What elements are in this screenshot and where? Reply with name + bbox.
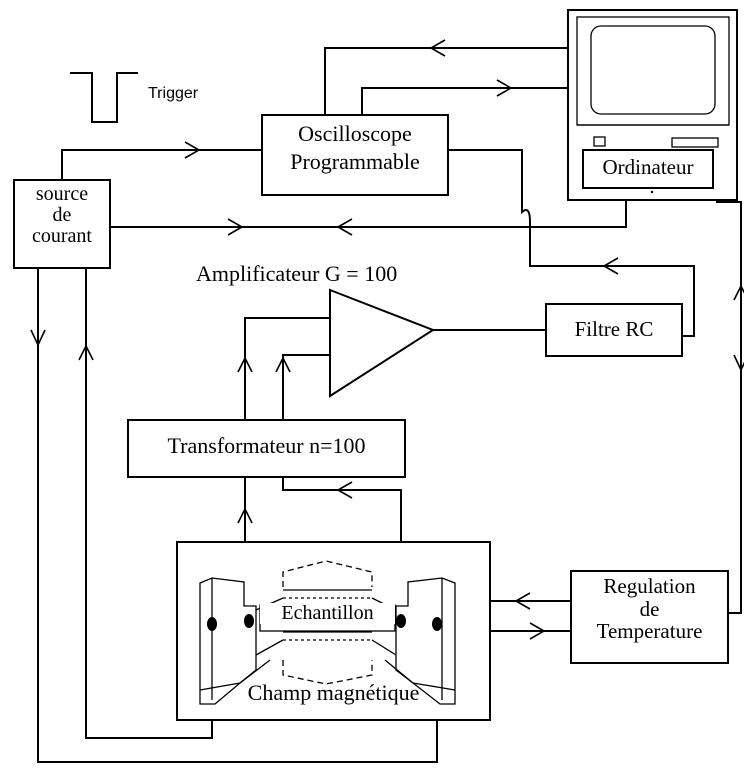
source-label-line3: courant xyxy=(32,225,92,247)
wire-oscilloscope-filter xyxy=(448,149,695,337)
wire-regulation-computer xyxy=(716,201,742,614)
boxes xyxy=(13,114,729,721)
flow-arrow-icon xyxy=(514,592,531,610)
magnet-left-pole xyxy=(199,577,257,705)
computer-screen xyxy=(590,25,716,115)
regulation-label-line3: Temperature xyxy=(596,619,703,643)
flow-arrow-icon xyxy=(429,39,446,57)
sample-contacts xyxy=(207,614,442,631)
flow-arrow-icon xyxy=(336,481,353,499)
wire-oscilloscope-computer-2 xyxy=(361,87,568,115)
flow-arrow-icon xyxy=(227,218,244,236)
flow-arrow-icon xyxy=(237,507,253,524)
flow-arrow-icon xyxy=(496,79,513,97)
transformer-box xyxy=(127,419,406,478)
wire-amplifier-input-1 xyxy=(244,317,330,420)
regulation-box xyxy=(570,570,729,664)
flow-arrow-icon xyxy=(237,356,253,373)
computer-power-button xyxy=(593,136,606,147)
source-label-line1: source xyxy=(35,183,89,205)
sample-label: Echantillon xyxy=(260,603,395,624)
source-label-line2: de xyxy=(52,204,72,226)
amplifier-triangle-icon xyxy=(329,288,436,398)
regulation-label-line2: de xyxy=(639,597,660,621)
filter-label: Filtre RC xyxy=(574,317,654,341)
flow-arrow-icon xyxy=(336,218,353,236)
computer-drive-slot xyxy=(671,137,719,148)
flow-arrow-icon xyxy=(30,329,46,347)
transformer-label: Transformateur n=100 xyxy=(167,433,366,458)
oscilloscope-box xyxy=(261,114,449,196)
magnetic-field-label: Champ magnétique xyxy=(247,680,420,705)
magnet-yoke-top xyxy=(282,560,373,587)
sample-contact-dot-icon xyxy=(207,617,217,631)
computer-icon xyxy=(567,9,738,201)
regulation-label-line1: Regulation xyxy=(603,574,696,598)
flow-arrow-icon xyxy=(733,284,744,301)
flow-arrow-icon xyxy=(184,141,201,159)
magnet-right-pole xyxy=(395,577,456,705)
trigger-label: Trigger xyxy=(148,85,199,102)
flow-arrow-icon xyxy=(275,356,291,373)
sample-contact-dot-icon xyxy=(396,614,406,628)
wire-source-computer xyxy=(110,200,627,228)
flow-arrow-icon xyxy=(78,344,94,361)
computer-label-panel xyxy=(582,149,714,189)
magnet-yoke-bottom xyxy=(282,660,373,685)
filter-box xyxy=(545,303,683,357)
flow-arrows xyxy=(30,39,744,640)
current-source-box xyxy=(13,179,111,269)
amplifier-label: Amplificateur G = 100 xyxy=(196,261,398,286)
sample-contact-dot-icon xyxy=(432,617,442,631)
oscilloscope-label-line1: Oscilloscope xyxy=(298,121,412,146)
flow-arrow-icon xyxy=(602,257,619,275)
flow-arrow-icon xyxy=(733,354,744,372)
trigger-pulse-icon xyxy=(70,72,138,123)
sample-contact-dot-icon xyxy=(244,614,254,628)
computer-label: Ordinateur xyxy=(602,155,694,179)
wire-oscilloscope-computer-1 xyxy=(324,47,568,115)
wire-source-oscilloscope xyxy=(61,149,262,180)
wire-amplifier-input-2 xyxy=(282,354,330,420)
oscilloscope-label-line2: Programmable xyxy=(290,149,420,174)
flow-arrow-icon xyxy=(529,622,546,640)
